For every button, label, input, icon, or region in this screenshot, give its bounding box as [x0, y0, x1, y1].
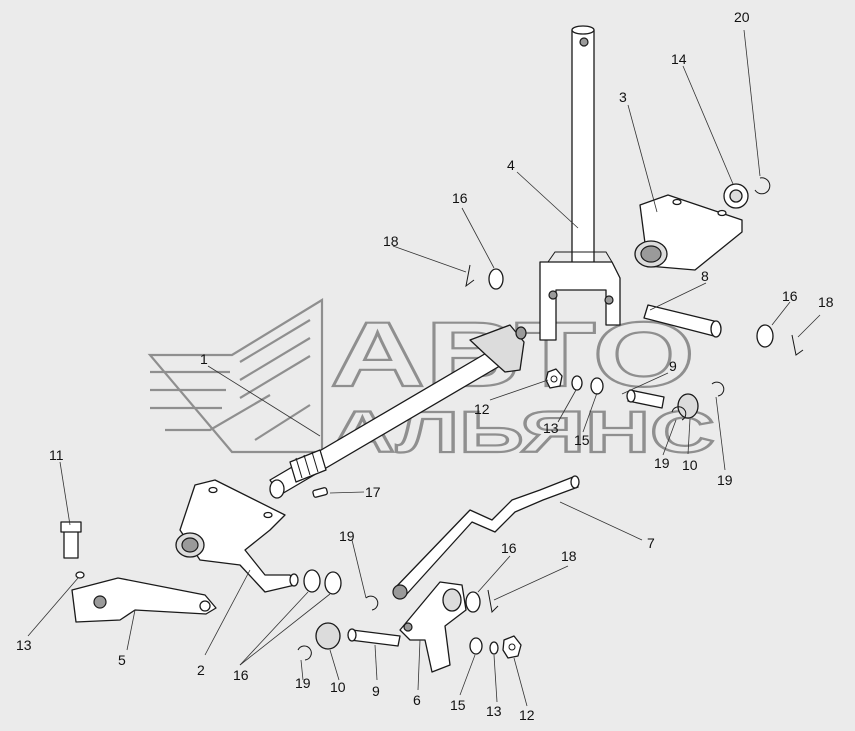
callout-10-lower: 10	[330, 679, 346, 695]
callout-6: 6	[413, 692, 421, 708]
callout-12-upper: 12	[474, 401, 490, 417]
part-8-pin	[643, 304, 722, 338]
callout-14: 14	[671, 51, 687, 67]
part-3-bracket	[634, 194, 743, 271]
part-10-bushing-lower	[315, 622, 341, 650]
part-10-bushing-right	[677, 393, 699, 419]
part-2-bracket	[175, 479, 299, 593]
part-7-bent-rod	[392, 475, 580, 600]
leader-lines	[27, 29, 821, 707]
part-19-circlip-right-a	[671, 406, 687, 421]
part-18-cotter-right	[791, 334, 804, 356]
part-16-washer-left-b	[324, 571, 342, 595]
callout-7: 7	[647, 535, 655, 551]
part-19-circlip-lower-a	[297, 645, 312, 661]
callout-18-upper: 18	[383, 233, 399, 249]
part-16-washer-upper	[488, 268, 504, 290]
callout-5: 5	[118, 652, 126, 668]
part-15-washer-upper	[590, 377, 604, 395]
callout-9-right: 9	[669, 358, 677, 374]
part-12-nut-upper	[545, 368, 563, 389]
callout-16-lower: 16	[501, 540, 517, 556]
callout-4: 4	[507, 157, 515, 173]
callout-9-lower: 9	[372, 683, 380, 699]
part-20-circlip	[754, 177, 771, 195]
part-11-bolt	[60, 521, 82, 559]
callout-19-right: 19	[717, 472, 733, 488]
callout-13-left: 13	[16, 637, 32, 653]
callout-17: 17	[365, 484, 381, 500]
part-5-clamp-lever	[71, 577, 217, 623]
callout-15-upper: 15	[574, 432, 590, 448]
part-16-washer-right	[756, 324, 774, 348]
callout-20: 20	[734, 9, 750, 25]
part-16-washer-lower	[465, 591, 481, 613]
part-16-washer-left-a	[303, 569, 321, 593]
callout-19-lower: 19	[295, 675, 311, 691]
callout-19-center: 19	[654, 455, 670, 471]
callout-16-right: 16	[782, 288, 798, 304]
callout-18-right: 18	[818, 294, 834, 310]
part-18-cotter-lower	[487, 589, 499, 614]
callout-10-right: 10	[682, 457, 698, 473]
part-1-long-shaft	[269, 324, 527, 499]
callout-labels: 1 2 3 4 5 6 7 8 9 9 10 10 11 12 12 13 13…	[16, 9, 834, 723]
part-14-washer	[723, 183, 749, 209]
part-15-washer-lower	[469, 637, 483, 655]
part-4-shaft-fork	[539, 25, 621, 341]
part-13-washer-upper	[571, 375, 583, 391]
callout-12-lower: 12	[519, 707, 535, 723]
part-13-washer-lower	[489, 641, 499, 655]
callout-13-upper: 13	[543, 420, 559, 436]
callout-8: 8	[701, 268, 709, 284]
callout-3: 3	[619, 89, 627, 105]
callout-11: 11	[49, 447, 64, 463]
callout-2: 2	[197, 662, 205, 678]
part-19-circlip-lower-b	[365, 595, 379, 611]
callout-19-mid: 19	[339, 528, 355, 544]
callout-16-left: 16	[233, 667, 249, 683]
callout-18-lower: 18	[561, 548, 577, 564]
watermark-logo	[147, 298, 324, 454]
part-6-lever	[399, 581, 467, 673]
callout-13-lower: 13	[486, 703, 502, 719]
callout-16-upper: 16	[452, 190, 468, 206]
part-13-washer-left	[75, 571, 85, 579]
part-18-cotter-upper	[465, 264, 475, 288]
callout-15-lower: 15	[450, 697, 466, 713]
part-17-dowel	[312, 487, 328, 498]
part-12-nut-lower	[502, 635, 522, 659]
callout-1: 1	[200, 351, 208, 367]
part-19-circlip-right-b	[711, 381, 725, 397]
part-9-pin-lower	[347, 628, 401, 647]
